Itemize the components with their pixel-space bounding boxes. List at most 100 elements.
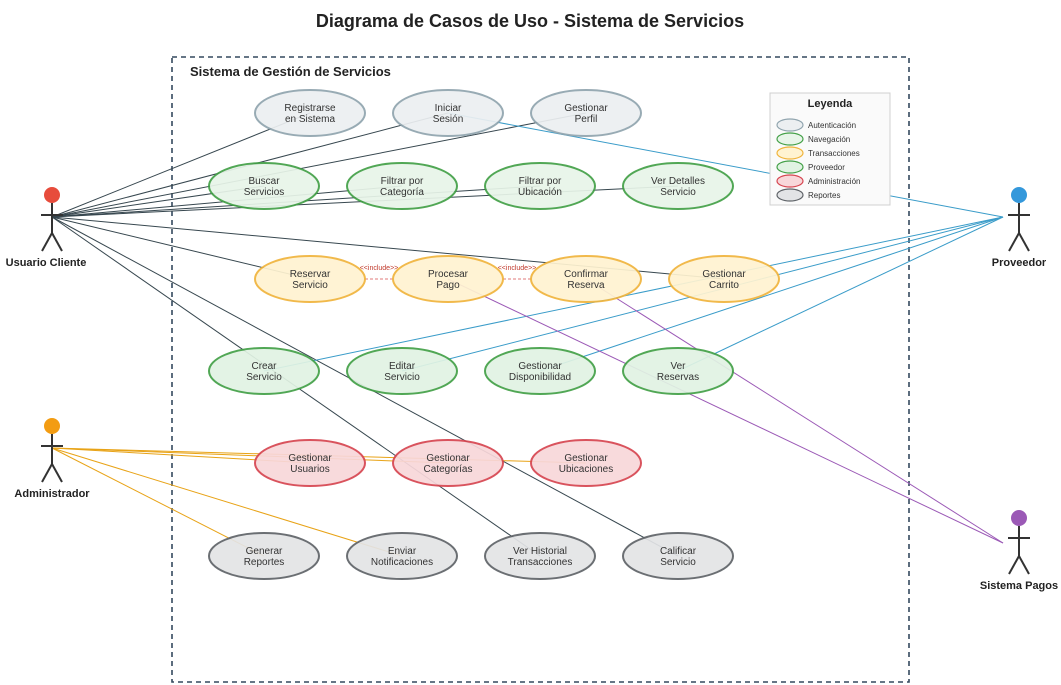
association-cliente-gestionar-perfil: [51, 112, 587, 218]
include-label-1: <<include>>: [360, 265, 399, 272]
actor-head: [1011, 510, 1027, 526]
actor-limb: [51, 232, 63, 252]
use-case-label: Gestionar: [518, 361, 562, 372]
use-case-label: Categoría: [380, 187, 424, 198]
actor-head: [44, 418, 60, 434]
use-case-ellipse[interactable]: [622, 162, 734, 210]
actor-limb: [1018, 232, 1030, 252]
actor-label: Usuario Cliente: [6, 257, 87, 269]
use-case-ellipse[interactable]: [668, 255, 780, 303]
use-case-label: Gestionar: [564, 453, 608, 464]
actor-administrador[interactable]: Administrador: [14, 418, 90, 500]
legend-item-administracion: Administración: [776, 174, 860, 188]
use-case-ellipse[interactable]: [530, 439, 642, 487]
use-case-ellipse[interactable]: [346, 162, 458, 210]
use-case-ellipse[interactable]: [392, 89, 504, 137]
use-case-ellipse[interactable]: [254, 89, 366, 137]
use-case-label: Gestionar: [564, 103, 608, 114]
use-case-ellipse[interactable]: [254, 255, 366, 303]
legend-items: AutenticaciónNavegaciónTransaccionesProv…: [776, 118, 860, 202]
use-case-ellipse[interactable]: [346, 347, 458, 395]
use-case-label: Carrito: [709, 280, 739, 291]
use-case-ellipse[interactable]: [346, 532, 458, 580]
use-case-ellipse[interactable]: [622, 347, 734, 395]
use-case-label: Servicio: [660, 187, 696, 198]
actor-head: [1011, 187, 1027, 203]
use-case-label: Pago: [436, 280, 460, 291]
use-case-label: Gestionar: [288, 453, 332, 464]
legend-label: Autenticación: [808, 121, 856, 130]
use-case-ellipse[interactable]: [254, 439, 366, 487]
legend: Leyenda AutenticaciónNavegaciónTransacci…: [769, 92, 891, 206]
use-case-ellipse[interactable]: [392, 255, 504, 303]
actor-head: [44, 187, 60, 203]
use-case-label: Editar: [389, 361, 416, 372]
use-case-ellipse[interactable]: [208, 532, 320, 580]
stick-figure-icon: [41, 418, 63, 483]
actor-proveedor[interactable]: Proveedor: [992, 187, 1047, 269]
legend-item-transacciones: Transacciones: [776, 146, 860, 160]
use-case-ellipse[interactable]: [484, 532, 596, 580]
use-case-ellipse[interactable]: [392, 439, 504, 487]
use-case-ellipse[interactable]: [208, 162, 320, 210]
use-case-ellipse[interactable]: [208, 347, 320, 395]
system-title: Sistema de Gestión de Servicios: [190, 64, 391, 79]
association-proveedor-iniciar-sesion: [447, 112, 1004, 218]
use-case-label: Generar: [246, 546, 283, 557]
actor-pagos[interactable]: Sistema Pagos: [980, 510, 1058, 592]
use-case-ellipse[interactable]: [530, 89, 642, 137]
use-case-label: Registrarse: [284, 103, 336, 114]
use-case-label: Categorías: [424, 464, 473, 475]
stick-figure-icon: [1008, 187, 1030, 252]
use-case-label: Servicio: [660, 557, 696, 568]
association-proveedor-crear-servicio: [263, 216, 1004, 372]
use-case-label: Gestionar: [426, 453, 470, 464]
use-case-label: Enviar: [388, 546, 417, 557]
use-case-ellipse[interactable]: [484, 347, 596, 395]
actor-label: Administrador: [14, 488, 90, 500]
use-case-ellipse[interactable]: [622, 532, 734, 580]
use-case-ellipse[interactable]: [484, 162, 596, 210]
use-case-label: Ubicación: [518, 187, 562, 198]
use-case-label: Ver Historial: [513, 546, 567, 557]
use-case-label: Confirmar: [564, 269, 609, 280]
legend-item-reportes: Reportes: [776, 188, 840, 202]
use-case-label: Disponibilidad: [509, 372, 571, 383]
legend-item-navegacion: Navegación: [776, 132, 850, 146]
actor-limb: [41, 463, 53, 483]
legend-swatch: [776, 146, 804, 160]
use-case-label: Servicio: [292, 280, 328, 291]
legend-swatch: [776, 132, 804, 146]
actor-cliente[interactable]: Usuario Cliente: [6, 187, 87, 269]
actors: Usuario Cliente ProveedorAdministradorSis…: [6, 187, 1058, 592]
use-case-label: Reservar: [290, 269, 331, 280]
legend-swatch: [776, 174, 804, 188]
actor-limb: [41, 232, 53, 252]
use-case-ellipse[interactable]: [530, 255, 642, 303]
use-case-label: Calificar: [660, 546, 697, 557]
